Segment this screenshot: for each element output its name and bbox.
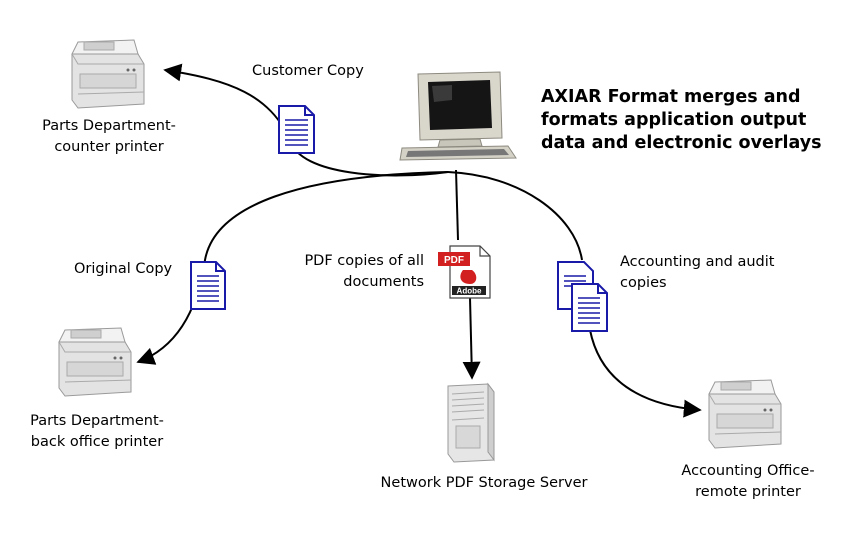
connector-pdf-server-lower: [462, 297, 481, 380]
remote-printer-icon: [708, 379, 782, 449]
back-office-printer-label-line-2: back office printer: [30, 434, 164, 450]
headline-line-2: formats application output: [541, 110, 807, 130]
counter-printer-icon: [71, 39, 145, 109]
headline-line-1: AXIAR Format merges and: [541, 87, 801, 107]
storage-server-label-line-1: Network PDF Storage Server: [380, 475, 588, 491]
connector-accounting: [447, 171, 583, 261]
headline-line-3: data and electronic overlays: [541, 133, 822, 153]
pdf-copies-label-line-1: PDF copies of all: [304, 253, 424, 269]
connector-pdf-server: [455, 169, 459, 241]
headline: AXIAR Format merges and formats applicat…: [541, 86, 822, 155]
accounting-copies-label-line-1: Accounting and audit: [620, 254, 775, 270]
connector-original-copy: [136, 171, 449, 365]
accounting-copies-label: Accounting and audit copies: [620, 252, 774, 294]
accounting-copies-label-line-2: copies: [620, 275, 667, 291]
pdf-badge-text: PDF: [444, 255, 464, 266]
counter-printer-label-line-2: counter printer: [54, 139, 164, 155]
pdf-copies-label: PDF copies of all documents: [290, 251, 424, 293]
remote-printer-label: Accounting Office- remote printer: [670, 461, 826, 503]
remote-printer-label-line-1: Accounting Office-: [681, 463, 815, 479]
customer-copy-label: Customer Copy: [252, 63, 364, 79]
back-office-printer-label: Parts Department- back office printer: [14, 411, 180, 453]
pdf-copies-label-line-2: documents: [343, 274, 424, 290]
server-icon: [447, 382, 495, 463]
pdf-document-icon: PDF Adobe: [438, 245, 491, 299]
computer-icon: [399, 71, 517, 161]
counter-printer-label: Parts Department- counter printer: [26, 116, 192, 158]
storage-server-label: Network PDF Storage Server: [370, 473, 598, 494]
original-copy-label: Original Copy: [74, 261, 173, 277]
original-copy-document-icon: [190, 261, 226, 310]
remote-printer-label-line-2: remote printer: [695, 484, 801, 500]
back-office-printer-icon: [58, 327, 132, 397]
counter-printer-label-line-1: Parts Department-: [42, 118, 176, 134]
accounting-copies-document-icon: [557, 261, 608, 332]
connector-accounting-lower: [589, 329, 702, 418]
customer-copy-document-icon: [278, 105, 315, 154]
back-office-printer-label-line-1: Parts Department-: [30, 413, 164, 429]
pdf-brand-text: Adobe: [457, 287, 482, 296]
